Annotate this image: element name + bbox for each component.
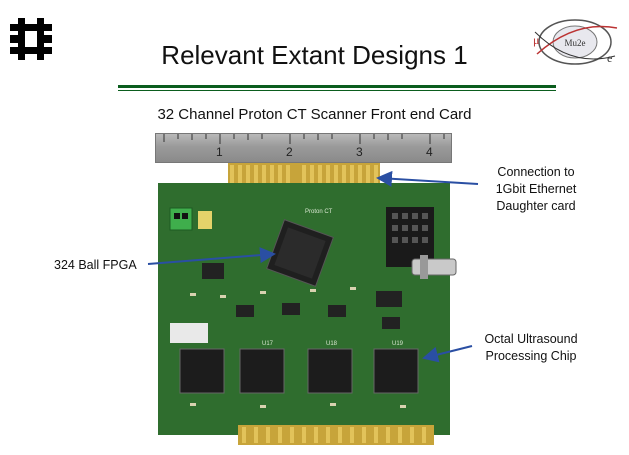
annotation-fpga: 324 Ball FPGA — [54, 258, 137, 272]
ruler-number: 3 — [356, 145, 363, 159]
pcb-photo: Proton CT U17 U18 U19 — [158, 163, 457, 445]
svg-text:e: e — [607, 51, 612, 65]
board-label: Proton CT — [305, 209, 333, 215]
ruler-number: 4 — [426, 145, 433, 159]
ruler: 1 2 3 4 — [155, 133, 452, 163]
ruler-number: 2 — [286, 145, 293, 159]
annotation-line: Daughter card — [496, 199, 576, 213]
svg-text:μ: μ — [533, 33, 539, 47]
bottom-edge-connector — [238, 425, 434, 445]
chip-label: U17 — [262, 341, 274, 347]
annotation-line: Processing Chip — [485, 349, 577, 363]
slide-title: Relevant Extant Designs 1 — [161, 40, 468, 70]
octal-chips — [179, 348, 419, 394]
annotation-chip: Octal Ultrasound Processing Chip — [475, 331, 587, 365]
fpga-chip — [266, 219, 334, 287]
annotation-connection: Connection to 1Gbit Ethernet Daughter ca… — [481, 164, 591, 215]
annotation-line: Connection to — [497, 165, 575, 179]
annotation-line: Octal Ultrasound — [484, 332, 578, 346]
title-underline-thin — [118, 90, 556, 91]
annotation-line: 1Gbit Ethernet — [495, 182, 577, 196]
fermilab-logo — [6, 14, 56, 64]
card-caption: 32 Channel Proton CT Scanner Front end C… — [157, 106, 472, 123]
chip-label: U18 — [326, 341, 338, 347]
chip-label: U19 — [392, 341, 404, 347]
title-underline — [118, 85, 556, 88]
ruler-number: 1 — [216, 145, 223, 159]
mu2e-logo: Mu2e μ e — [531, 14, 627, 70]
mu2e-logo-text: Mu2e — [565, 38, 586, 48]
